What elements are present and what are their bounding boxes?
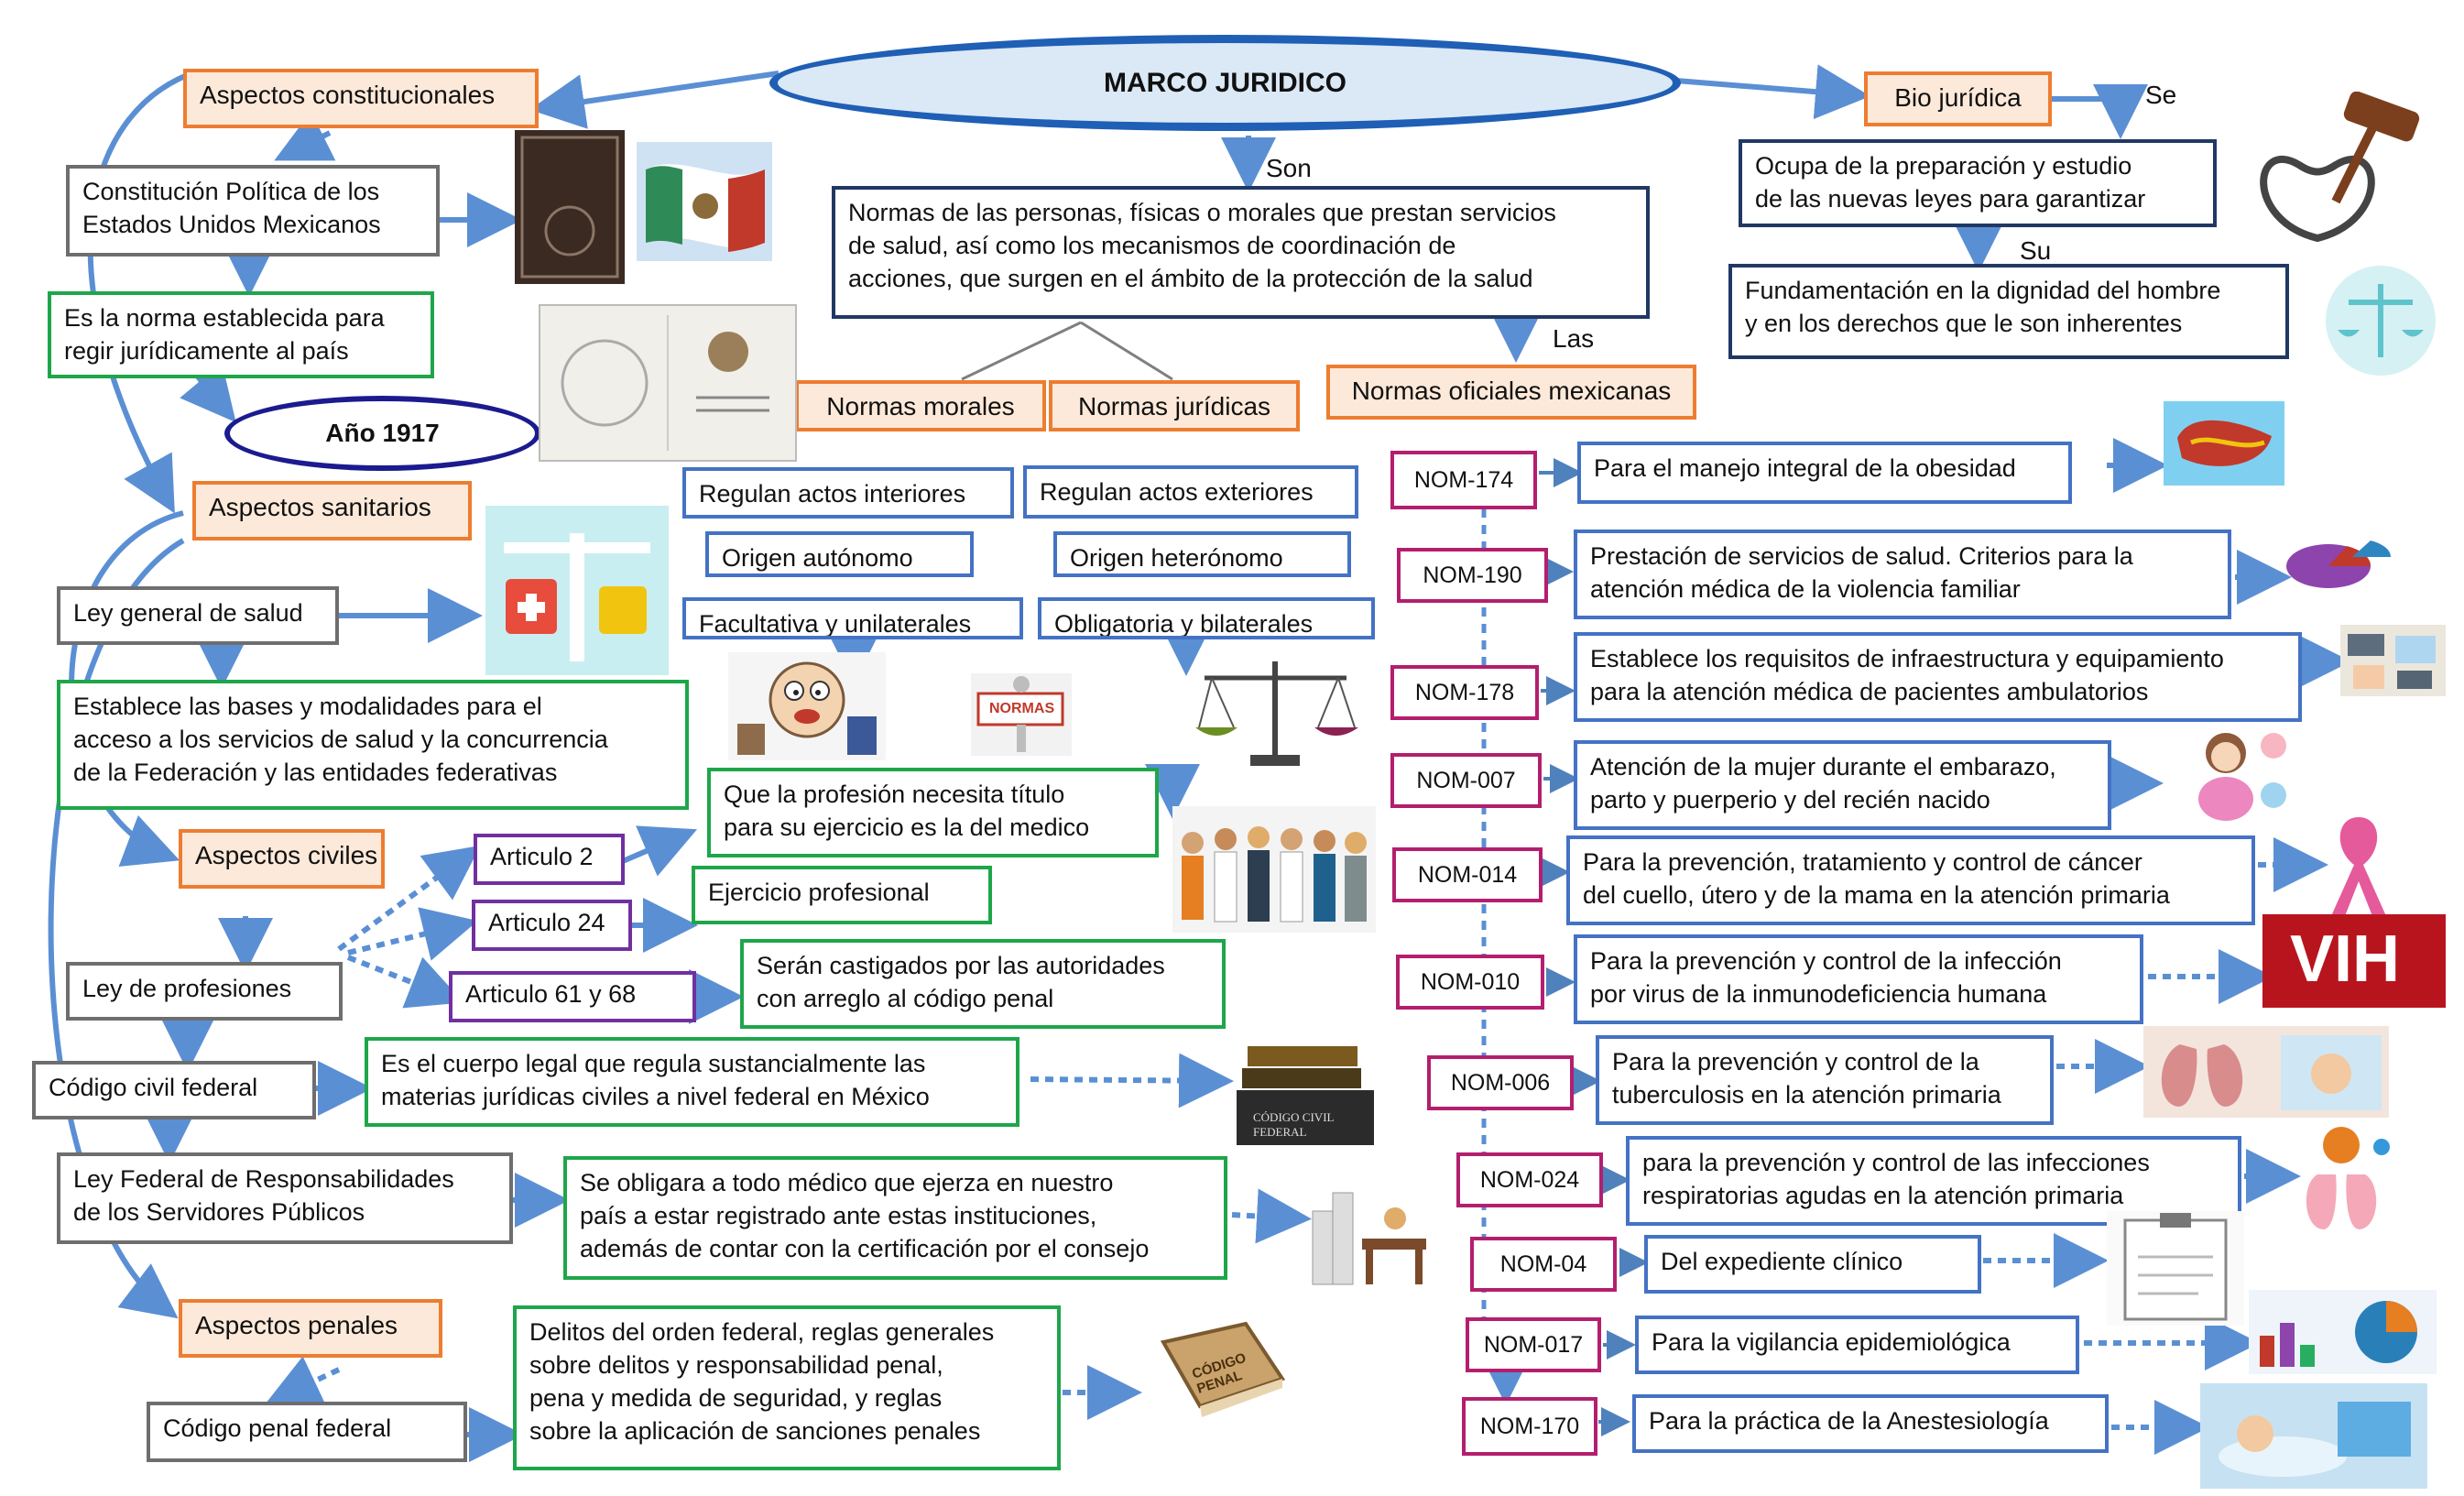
bio-desc-dignidad: Fundamentación en la dignidad del hombre… xyxy=(1728,264,2289,359)
codigo-civil-desc: Es el cuerpo legal que regula sustancial… xyxy=(365,1037,1019,1127)
vih-label: VIH xyxy=(2290,923,2401,996)
codigo-penal-box: Código penal federal xyxy=(147,1402,467,1462)
nom-code-nom-006: NOM-006 xyxy=(1427,1055,1574,1110)
nom-code-nom-017: NOM-017 xyxy=(1466,1317,1601,1372)
connector-se: Se xyxy=(2145,81,2177,109)
ley-general-salud-box: Ley general de salud xyxy=(57,586,339,645)
nom-code-nom-014: NOM-014 xyxy=(1392,847,1543,902)
codigo-penal-desc: Delitos del orden federal, reglas genera… xyxy=(513,1305,1061,1470)
connector-las: Las xyxy=(1553,324,1595,353)
normas-morales-title: Normas morales xyxy=(795,380,1046,431)
ley-responsabilidades-box: Ley Federal de Responsabilidades de los … xyxy=(57,1152,513,1244)
nom-code-nom-178: NOM-178 xyxy=(1390,665,1539,720)
normas-definition-box: Normas de las personas, físicas o morale… xyxy=(832,186,1650,319)
anesthesia-image xyxy=(2200,1383,2427,1489)
nom-code-nom-174: NOM-174 xyxy=(1390,451,1537,509)
connector-su: Su xyxy=(2020,236,2052,265)
nom-code-nom-04: NOM-04 xyxy=(1470,1237,1617,1292)
codigo-penal-book-image: CÓDIGO PENAL xyxy=(1136,1315,1292,1425)
nom-desc-nom-007: Atención de la mujer durante el embarazo… xyxy=(1574,740,2111,830)
clinical-record-image xyxy=(2107,1211,2244,1326)
bio-title: Bio jurídica xyxy=(1864,71,2052,126)
year-ellipse: Año 1917 xyxy=(224,396,540,471)
pregnancy-image xyxy=(2189,724,2292,824)
respiratory-image xyxy=(2290,1119,2393,1239)
codigo-civil-book-label: CÓDIGO CIVIL FEDERAL xyxy=(1253,1110,1334,1139)
nom-code-nom-190: NOM-190 xyxy=(1397,548,1548,603)
nom-desc-nom-006: Para la prevención y control de la tuber… xyxy=(1596,1035,2054,1125)
year-label: Año 1917 xyxy=(325,419,440,447)
scale-image xyxy=(1186,652,1365,771)
office-desk-image xyxy=(1305,1174,1454,1298)
lungs-image xyxy=(2143,1026,2389,1118)
nom-code-nom-007: NOM-007 xyxy=(1390,753,1542,808)
professionals-image xyxy=(1172,806,1376,933)
articulo-61-68-desc: Serán castigados por las autoridades con… xyxy=(740,939,1226,1029)
juridicas-item-0: Regulan actos exteriores xyxy=(1023,465,1358,519)
morales-item-1: Origen autónomo xyxy=(705,531,974,577)
morales-item-2: Facultativa y unilaterales xyxy=(682,597,1023,639)
title-ellipse: MARCO JURIDICO xyxy=(769,35,1681,131)
nom-code-nom-024: NOM-024 xyxy=(1456,1152,1603,1207)
pink-ribbon-image xyxy=(2317,808,2400,922)
constitution-document-image xyxy=(539,304,797,462)
articulo-24-desc: Ejercicio profesional xyxy=(692,866,992,924)
nom-desc-nom-014: Para la prevención, tratamiento y contro… xyxy=(1566,835,2255,925)
ley-profesiones-box: Ley de profesiones xyxy=(66,962,343,1021)
nom-desc-nom-010: Para la prevención y control de la infec… xyxy=(1574,934,2143,1024)
sanitarios-title: Aspectos sanitarios xyxy=(192,481,472,541)
nom-code-nom-170: NOM-170 xyxy=(1462,1397,1597,1456)
cartoon-image xyxy=(728,652,886,760)
equipment-image xyxy=(2340,625,2446,696)
mexico-flag-image xyxy=(637,142,772,261)
juridicas-item-1: Origen heterónomo xyxy=(1053,531,1351,577)
page-title: MARCO JURIDICO xyxy=(1103,67,1346,98)
nom-desc-nom-190: Prestación de servicios de salud. Criter… xyxy=(1574,530,2231,619)
constitucionales-title: Aspectos constitucionales xyxy=(183,69,539,128)
normas-juridicas-title: Normas jurídicas xyxy=(1049,380,1300,431)
civiles-title: Aspectos civiles xyxy=(179,829,385,889)
normas-sign-image: NORMAS xyxy=(971,673,1072,756)
ley-responsabilidades-desc: Se obligara a todo médico que ejerza en … xyxy=(563,1156,1227,1280)
codigo-civil-books-image: CÓDIGO CIVIL FEDERAL xyxy=(1227,1037,1388,1156)
articulo-2-box: Articulo 2 xyxy=(474,834,625,885)
connector-son: Son xyxy=(1266,154,1312,182)
normas-sign-label: NORMAS xyxy=(989,701,1055,716)
bio-desc-preparacion: Ocupa de la preparación y estudio de las… xyxy=(1739,139,2217,227)
epidemiology-chart-image xyxy=(2249,1290,2437,1374)
nom-title: Normas oficiales mexicanas xyxy=(1326,365,1696,420)
articulo-2-desc: Que la profesión necesita título para su… xyxy=(707,768,1159,857)
articulo-24-box: Articulo 24 xyxy=(472,900,632,951)
morales-item-0: Regulan actos interiores xyxy=(682,467,1014,519)
nom-desc-nom-024: para la prevención y control de las infe… xyxy=(1626,1136,2241,1226)
nom-desc-nom-174: Para el manejo integral de la obesidad xyxy=(1577,442,2072,504)
constitucion-desc: Es la norma establecida para regir juríd… xyxy=(48,291,434,378)
penales-title: Aspectos penales xyxy=(179,1299,442,1358)
articulo-61-68-box: Articulo 61 y 68 xyxy=(449,971,696,1022)
pie-chart-image xyxy=(2283,530,2394,595)
juridicas-item-2: Obligatoria y bilaterales xyxy=(1038,597,1375,639)
nom-desc-nom-04: Del expediente clínico xyxy=(1644,1235,1981,1294)
nom-code-nom-010: NOM-010 xyxy=(1396,955,1544,1010)
constitution-book-image xyxy=(515,130,625,284)
vih-image: VIH xyxy=(2262,914,2446,1008)
obesity-image xyxy=(2164,401,2284,486)
constitucion-box: Constitución Política de los Estados Uni… xyxy=(66,165,440,257)
nom-desc-nom-178: Establece los requisitos de infraestruct… xyxy=(1574,632,2302,722)
nom-desc-nom-170: Para la práctica de la Anestesiología xyxy=(1632,1394,2109,1453)
justice-health-icon xyxy=(2312,261,2449,380)
gavel-stethoscope-image xyxy=(2235,92,2432,261)
codigo-civil-box: Código civil federal xyxy=(32,1061,316,1119)
health-scale-image xyxy=(485,506,669,675)
nom-desc-nom-017: Para la vigilancia epidemiológica xyxy=(1635,1316,2079,1374)
ley-general-salud-desc: Establece las bases y modalidades para e… xyxy=(57,680,689,810)
